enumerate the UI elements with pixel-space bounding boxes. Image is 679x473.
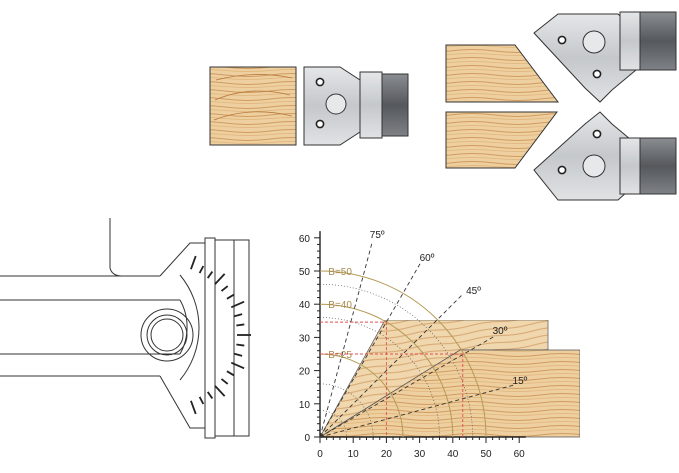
b-label: B=40 <box>328 300 352 311</box>
guide-arc <box>319 383 374 438</box>
guide-arc <box>319 283 474 438</box>
radius-arc <box>319 353 404 438</box>
angle-label: 15º <box>513 376 528 387</box>
scale-tick <box>198 265 205 274</box>
wood-bevel-illustration <box>320 320 580 438</box>
y-tick-label: 40 <box>299 300 311 311</box>
b-label: B=50 <box>328 267 352 278</box>
angled-cutter-upper <box>533 11 677 103</box>
scale-tick <box>236 343 245 347</box>
tilting-arm-drawing <box>0 218 250 439</box>
angle-ray <box>319 242 373 438</box>
angled-cutter-lower <box>533 111 677 201</box>
x-tick-label: 20 <box>381 449 393 460</box>
x-tick-label: 50 <box>480 449 492 460</box>
scale-tick <box>190 255 197 270</box>
scale-tick <box>220 378 229 385</box>
scale-tick <box>198 396 205 405</box>
bevel-wood-block-upper <box>445 44 560 103</box>
x-tick-label: 30 <box>414 449 426 460</box>
y-tick-label: 0 <box>304 433 310 444</box>
scale-tick <box>230 300 245 309</box>
x-tick-label: 10 <box>348 449 360 460</box>
angle-ray <box>319 294 463 438</box>
angle-ray <box>319 335 495 438</box>
scale-tick <box>214 273 226 285</box>
radius-arc <box>319 303 454 438</box>
scale-tick <box>236 323 245 327</box>
scale-tick <box>190 400 197 415</box>
scale-tick <box>234 313 243 318</box>
y-tick-label: 10 <box>299 400 311 411</box>
scale-tick <box>226 370 235 377</box>
scale-tick <box>220 285 229 292</box>
scale-tick <box>206 391 214 399</box>
b-label: B=25 <box>328 350 352 361</box>
angle-ray <box>319 384 515 438</box>
angle-label: 75º <box>370 230 385 241</box>
scale-tick <box>214 385 226 397</box>
scale-tick <box>226 293 235 300</box>
x-tick-label: 0 <box>317 449 323 460</box>
y-tick-label: 20 <box>299 367 311 378</box>
square-cutter-head <box>303 66 409 146</box>
radius-arc <box>319 270 487 438</box>
y-tick-label: 50 <box>299 267 311 278</box>
square-wood-block <box>209 66 297 146</box>
angle-scale-ticks <box>190 255 251 415</box>
y-tick-label: 30 <box>299 333 311 344</box>
angle-ray <box>319 262 422 438</box>
angle-label: 30º <box>493 326 508 337</box>
bevel-wood-block-lower <box>445 111 558 169</box>
x-tick-label: 60 <box>514 449 526 460</box>
y-tick-label: 60 <box>299 234 311 245</box>
scale-tick <box>234 352 243 357</box>
angle-label: 45º <box>466 286 481 297</box>
x-tick-label: 40 <box>447 449 459 460</box>
scale-tick <box>206 271 214 279</box>
scale-tick <box>230 361 245 370</box>
angle-label: 60º <box>420 253 435 264</box>
